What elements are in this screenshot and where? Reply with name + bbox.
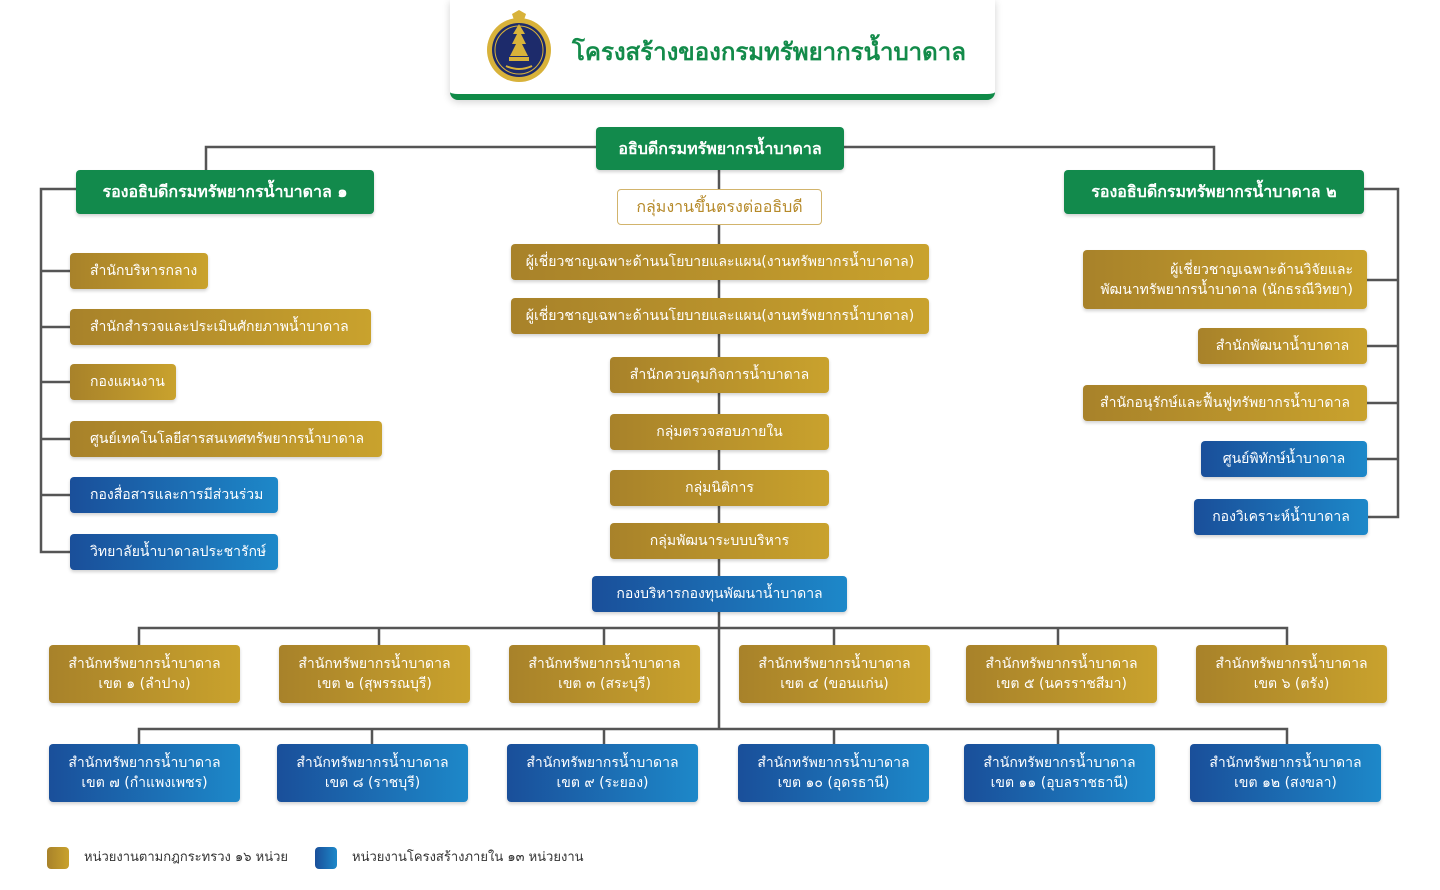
legend-blue-label: หน่วยงานโครงสร้างภายใน ๑๓ หน่วยงาน [352,850,584,865]
region-office-zone: เขต ๒ (สุพรรณบุรี) [317,676,432,692]
deputy-director-1-box: รองอธิบดีกรมทรัพยากรน้ำบาดาล ๑ [76,170,374,214]
region-office-name: สำนักทรัพยากรน้ำบาดาล [1209,755,1362,771]
region-office-12: สำนักทรัพยากรน้ำบาดาล เขต ๑๒ (สงขลา) [1190,744,1381,802]
region-office-name: สำนักทรัพยากรน้ำบาดาล [68,656,221,672]
region-office-5: สำนักทรัพยากรน้ำบาดาล เขต ๕ (นครราชสีมา) [966,645,1157,703]
region-office-zone: เขต ๖ (ตรัง) [1253,676,1330,692]
region-office-name: สำนักทรัพยากรน้ำบาดาล [758,656,911,672]
region-office-8: สำนักทรัพยากรน้ำบาดาล เขต ๘ (ราชบุรี) [277,744,468,802]
region-office-11: สำนักทรัพยากรน้ำบาดาล เขต ๑๑ (อุบลราชธาน… [964,744,1155,802]
region-office-9: สำนักทรัพยากรน้ำบาดาล เขต ๙ (ระยอง) [507,744,698,802]
title-card: โครงสร้างของกรมทรัพยากรน้ำบาดาล [450,0,995,100]
unit-research-expert-line2: พัฒนาทรัพยากรน้ำบาดาล (นักธรณีวิทยา) [1100,281,1353,298]
region-office-name: สำนักทรัพยากรน้ำบาดาล [298,656,451,672]
region-office-name: สำนักทรัพยากรน้ำบาดาล [68,755,221,771]
region-office-name: สำนักทรัพยากรน้ำบาดาล [1215,656,1368,672]
unit-groundwater-development: สำนักพัฒนาน้ำบาดาล [1198,328,1367,364]
unit-survey-assessment: สำนักสำรวจและประเมินศักยภาพน้ำบาดาล [70,309,371,345]
region-office-name: สำนักทรัพยากรน้ำบาดาล [526,755,679,771]
region-office-3: สำนักทรัพยากรน้ำบาดาล เขต ๓ (สระบุรี) [509,645,700,703]
unit-policy-expert-2: ผู้เชี่ยวชาญเฉพาะด้านนโยบายและแผน(งานทรั… [511,298,929,334]
region-office-zone: เขต ๑๐ (อุดรธานี) [777,775,890,791]
region-office-name: สำนักทรัพยากรน้ำบาดาล [528,656,681,672]
region-office-name: สำนักทรัพยากรน้ำบาดาล [983,755,1136,771]
unit-research-expert-line1: ผู้เชี่ยวชาญเฉพาะด้านวิจัยและ [1170,261,1353,278]
unit-policy-expert-1: ผู้เชี่ยวชาญเฉพาะด้านนโยบายและแผน(งานทรั… [511,244,929,280]
unit-groundwater-analysis: กองวิเคราะห์น้ำบาดาล [1194,499,1368,535]
deputy-director-2-box: รองอธิบดีกรมทรัพยากรน้ำบาดาล ๒ [1064,170,1364,214]
region-office-name: สำนักทรัพยากรน้ำบาดาล [985,656,1138,672]
region-office-zone: เขต ๙ (ระยอง) [556,775,649,791]
unit-conservation-restoration: สำนักอนุรักษ์และฟื้นฟูทรัพยากรน้ำบาดาล [1083,385,1367,421]
unit-planning-division: กองแผนงาน [70,364,176,400]
unit-groundwater-control: สำนักควบคุมกิจการน้ำบาดาล [610,357,829,393]
unit-internal-audit: กลุ่มตรวจสอบภายใน [610,414,829,450]
legend-gold-label: หน่วยงานตามกฎกระทรวง ๑๖ หน่วย [84,850,288,865]
region-office-7: สำนักทรัพยากรน้ำบาดาล เขต ๗ (กำแพงเพชร) [49,744,240,802]
region-office-2: สำนักทรัพยากรน้ำบาดาล เขต ๒ (สุพรรณบุรี) [279,645,470,703]
region-office-zone: เขต ๔ (ขอนแก่น) [780,676,889,692]
region-office-zone: เขต ๕ (นครราชสีมา) [996,676,1127,692]
unit-it-center: ศูนย์เทคโนโลยีสารสนเทศทรัพยากรน้ำบาดาล [70,421,382,457]
unit-groundwater-protection-center: ศูนย์พิทักษ์น้ำบาดาล [1201,441,1367,477]
director-box: อธิบดีกรมทรัพยากรน้ำบาดาล [596,127,844,170]
unit-central-administration: สำนักบริหารกลาง [70,253,208,289]
region-office-name: สำนักทรัพยากรน้ำบาดาล [757,755,910,771]
direct-reporting-group-label: กลุ่มงานขึ้นตรงต่ออธิบดี [617,189,822,225]
legend-gold-swatch [47,847,69,869]
region-office-zone: เขต ๓ (สระบุรี) [558,676,651,692]
department-seal-icon [487,10,551,82]
unit-research-expert: ผู้เชี่ยวชาญเฉพาะด้านวิจัยและ พัฒนาทรัพย… [1083,250,1367,309]
region-office-10: สำนักทรัพยากรน้ำบาดาล เขต ๑๐ (อุดรธานี) [738,744,929,802]
region-office-zone: เขต ๑๑ (อุบลราชธานี) [990,775,1129,791]
region-office-1: สำนักทรัพยากรน้ำบาดาล เขต ๑ (ลำปาง) [49,645,240,703]
unit-communication-participation: กองสื่อสารและการมีส่วนร่วม [70,477,278,513]
unit-legal-affairs: กลุ่มนิติการ [610,470,829,506]
region-office-zone: เขต ๘ (ราชบุรี) [324,775,421,791]
region-office-name: สำนักทรัพยากรน้ำบาดาล [296,755,449,771]
region-office-6: สำนักทรัพยากรน้ำบาดาล เขต ๖ (ตรัง) [1196,645,1387,703]
legend-blue-swatch [315,847,337,869]
page-title: โครงสร้างของกรมทรัพยากรน้ำบาดาล [572,38,966,66]
unit-admin-development: กลุ่มพัฒนาระบบบริหาร [610,523,829,559]
unit-groundwater-college: วิทยาลัยน้ำบาดาลประชารักษ์ [70,534,278,570]
region-office-zone: เขต ๑๒ (สงขลา) [1234,775,1337,791]
region-office-4: สำนักทรัพยากรน้ำบาดาล เขต ๔ (ขอนแก่น) [739,645,930,703]
region-office-zone: เขต ๗ (กำแพงเพชร) [81,775,208,791]
unit-fund-management: กองบริหารกองทุนพัฒนาน้ำบาดาล [592,576,847,612]
region-office-zone: เขต ๑ (ลำปาง) [98,676,191,692]
